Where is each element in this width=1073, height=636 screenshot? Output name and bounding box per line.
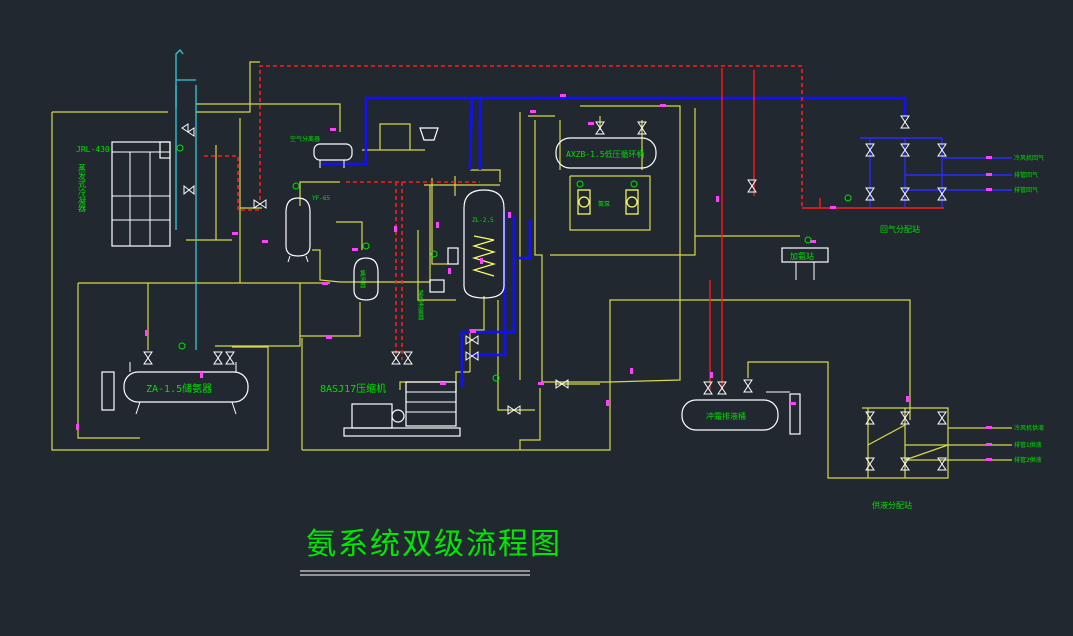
liquid-out-3-label: 排管2供液	[1014, 456, 1042, 464]
receiver-label: ZA-1.5储氨器	[146, 382, 212, 395]
ammonia-charging-station: 加氨站	[781, 247, 829, 280]
condenser-code-label: JRL-430	[76, 145, 110, 154]
flow-markers	[76, 94, 992, 461]
intercooler: ZL-2.5	[429, 189, 505, 299]
emergency-label: 紧急泄氨器	[417, 289, 424, 321]
air-separator: 空气分离器	[290, 127, 439, 168]
ammonia-receiver: ZA-1.5储氨器	[101, 362, 249, 415]
ammonia-pump-label: 氨泵	[598, 200, 610, 208]
page-title: 氨系统双级流程图	[306, 527, 562, 562]
oil-separator-label: YF-65	[312, 195, 330, 202]
ammonia-station-label: 加氨站	[790, 251, 814, 261]
red-piping	[204, 65, 944, 390]
gas-out-3-label: 排管回气	[1014, 186, 1038, 194]
oil-separator: YF-65	[285, 195, 330, 263]
air-separator-label: 空气分离器	[290, 135, 320, 143]
liquid-out-1-label: 冷风机供液	[1014, 424, 1044, 432]
blue-piping	[322, 96, 1012, 388]
liquid-station-label: 供液分配站	[872, 500, 912, 510]
gas-out-2-label: 排管回气	[1014, 171, 1038, 179]
drain-barrel: 冲霜排液桶	[681, 391, 801, 435]
oil-collector: 集油器	[353, 257, 379, 301]
intercooler-label: ZL-2.5	[472, 217, 494, 224]
drain-barrel-label: 冲霜排液桶	[706, 411, 746, 421]
compressor-unit: 8ASJ17压缩机	[320, 381, 461, 437]
low-pressure-barrel-label: AXZB-1.5低压循环桶	[566, 149, 645, 159]
liquid-out-2-label: 排管1供液	[1014, 441, 1042, 449]
low-pressure-barrel: AXZB-1.5低压循环桶 氨泵	[555, 137, 657, 215]
compressor-label: 8ASJ17压缩机	[320, 382, 386, 395]
oil-collector-label: 集油器	[359, 269, 366, 289]
valve-glyphs	[143, 115, 947, 471]
gas-out-1-label: 冷风机回气	[1014, 154, 1044, 162]
pressure-gauges	[176, 144, 852, 382]
evaporative-condenser: JRL-430 蒸发式冷凝器	[76, 141, 171, 247]
cyan-piping	[175, 49, 197, 350]
condenser-name-label: 蒸发式冷凝器	[78, 163, 87, 213]
gas-station-label: 回气分配站	[880, 224, 920, 234]
